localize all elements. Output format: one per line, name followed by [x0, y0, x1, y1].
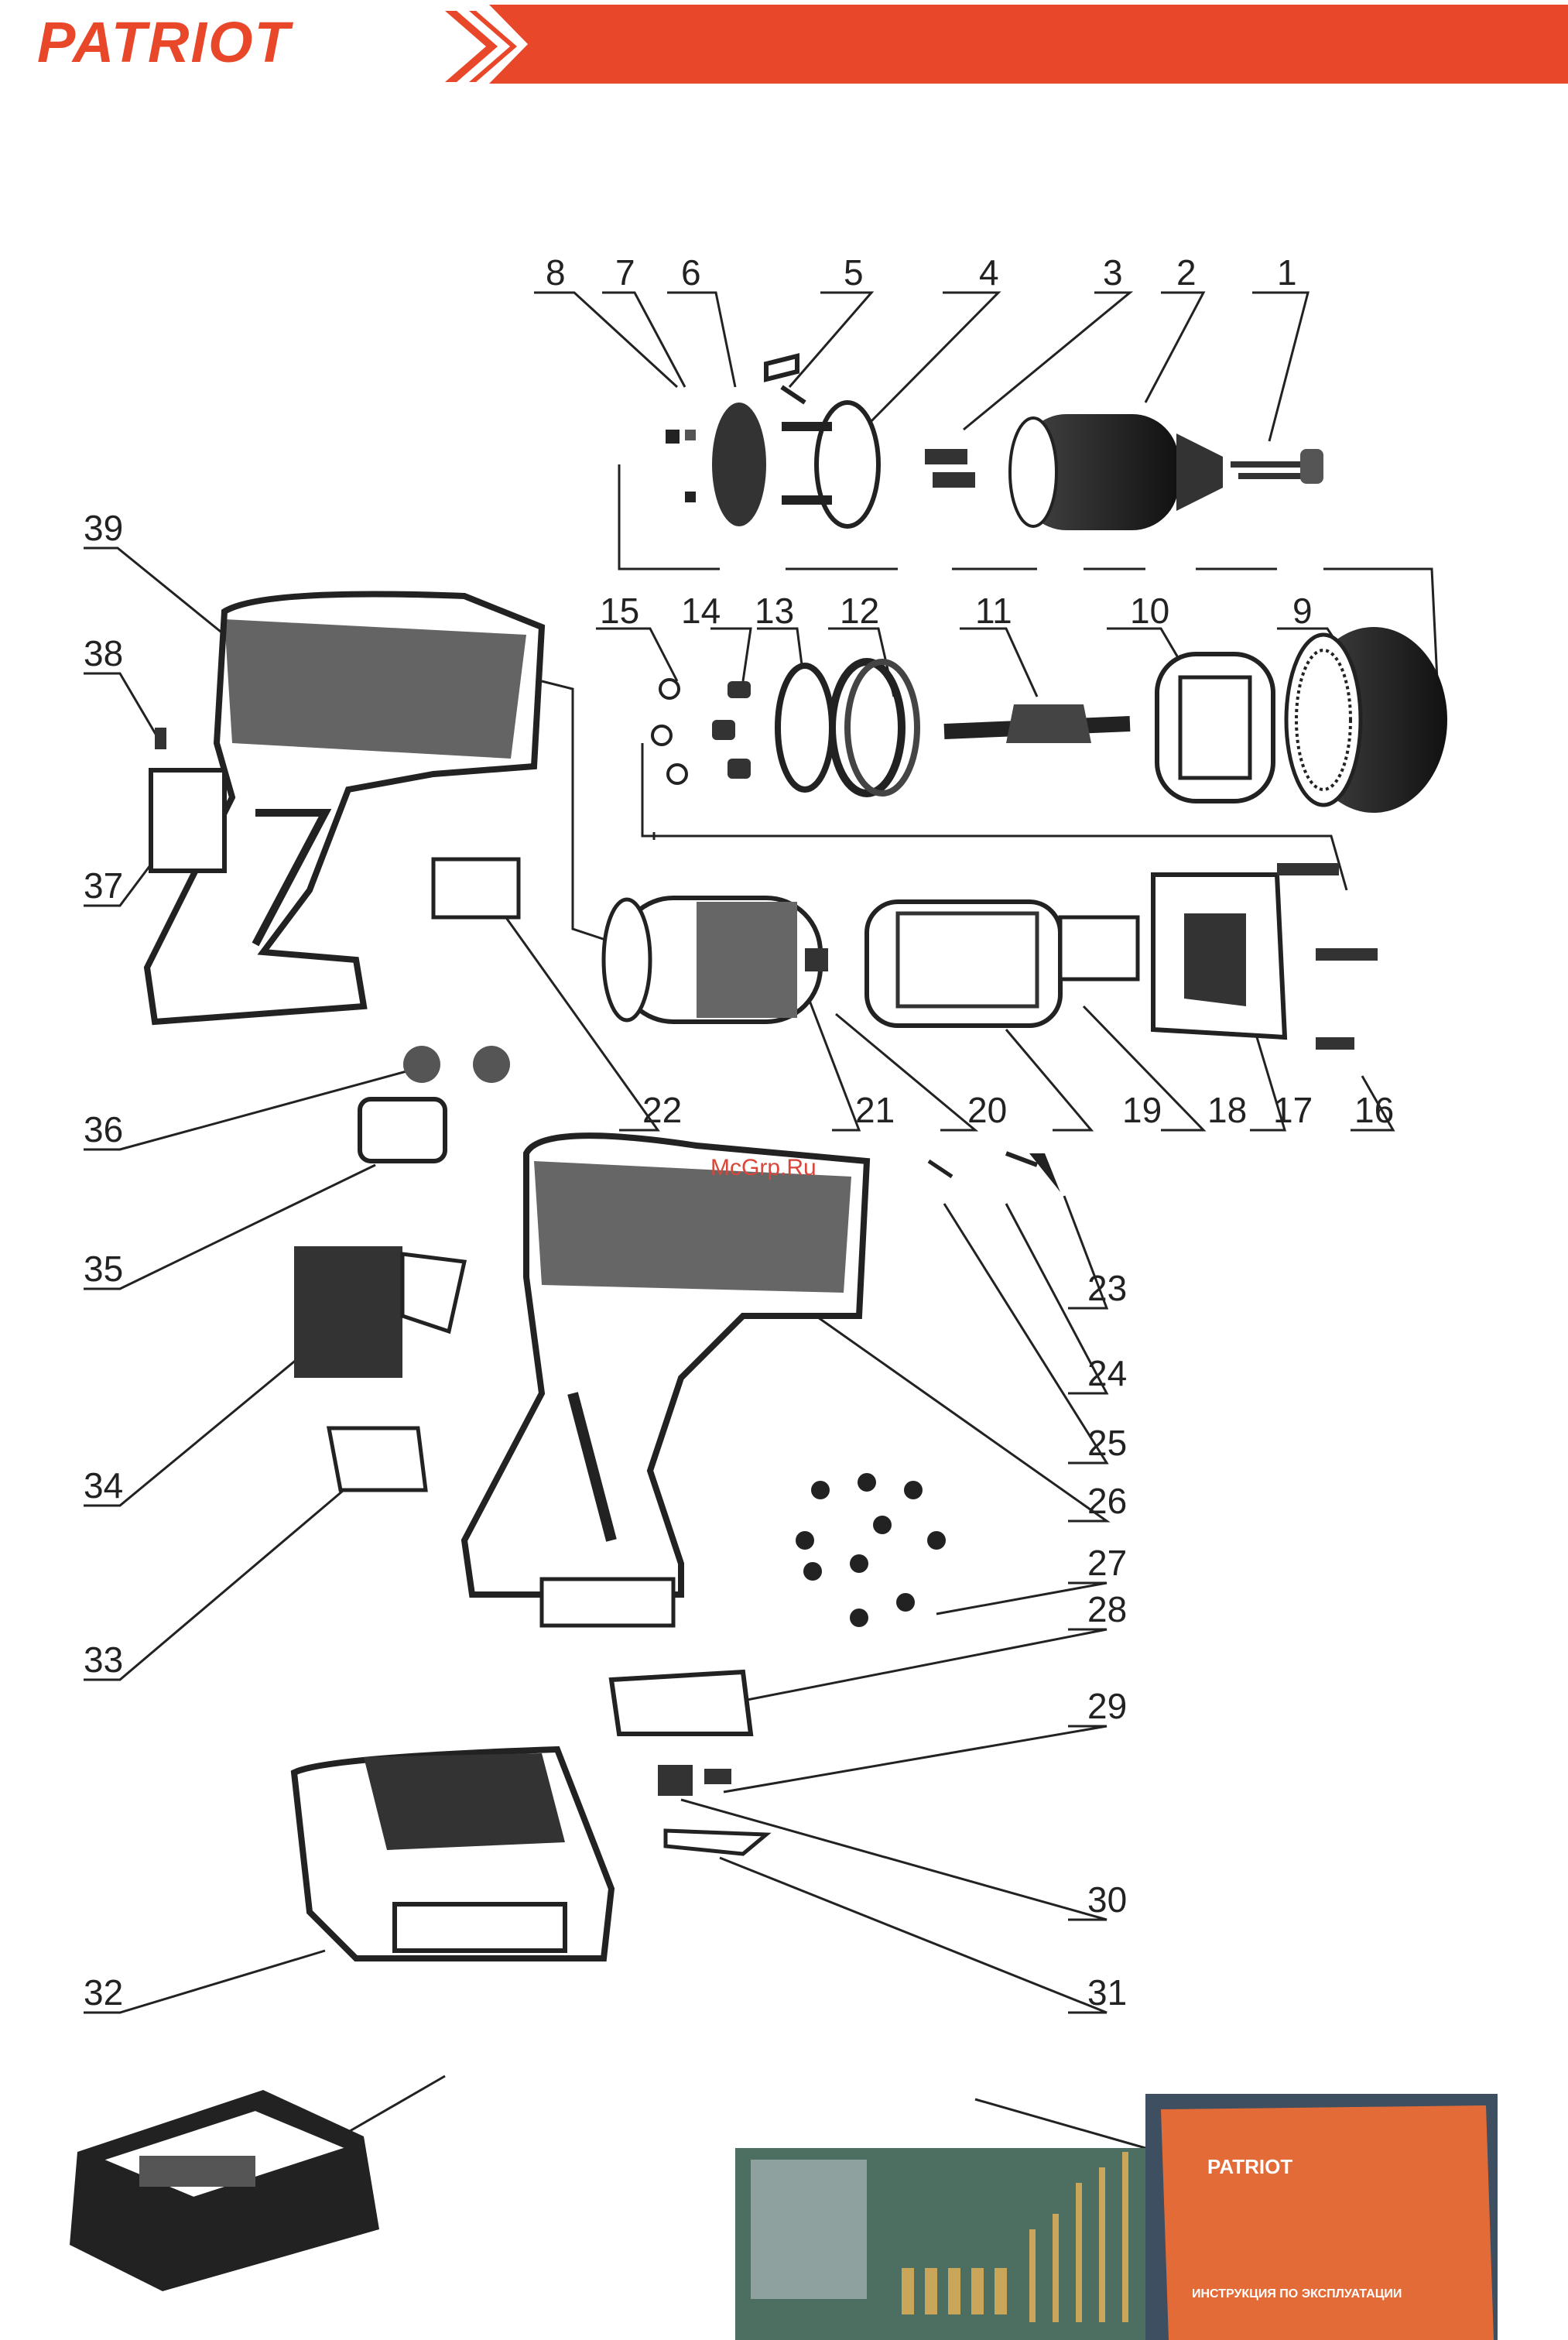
- callout-4: 4: [979, 252, 999, 293]
- callout-6: 6: [681, 252, 701, 293]
- callout-9: 9: [1292, 591, 1313, 631]
- callout-34: 34: [84, 1465, 123, 1506]
- callout-5: 5: [844, 252, 864, 293]
- callout-12: 12: [840, 591, 879, 631]
- callout-25: 25: [1087, 1423, 1127, 1463]
- callout-2: 2: [1176, 252, 1197, 293]
- callout-22: 22: [642, 1090, 682, 1130]
- callout-20: 20: [967, 1090, 1007, 1130]
- callout-37: 37: [84, 865, 123, 906]
- housing-right-half: [464, 1136, 1060, 1626]
- screws: [796, 1473, 946, 1627]
- callout-33: 33: [84, 1639, 123, 1680]
- callout-19: 19: [1122, 1090, 1162, 1130]
- chuck-assembly: [666, 356, 1323, 530]
- callout-7: 7: [615, 252, 635, 293]
- clutch-assembly: [652, 627, 1447, 813]
- motor-gearbox: [433, 859, 1378, 1050]
- callout-10: 10: [1130, 591, 1169, 631]
- callout-21: 21: [855, 1090, 895, 1130]
- callout-8: 8: [546, 252, 566, 293]
- callout-14: 14: [681, 591, 721, 631]
- callout-11: 11: [975, 591, 1012, 631]
- callout-31: 31: [1087, 1972, 1127, 2013]
- callout-28: 28: [1087, 1589, 1127, 1629]
- callout-30: 30: [1087, 1879, 1127, 1920]
- watermark: McGrp.Ru: [710, 1155, 817, 1181]
- booklet-title: ИНСТРУКЦИЯ ПО ЭКСПЛУАТАЦИИ: [1192, 2287, 1402, 2301]
- callout-24: 24: [1087, 1353, 1127, 1393]
- accessories-photo: PATRIOT ИНСТРУКЦИЯ ПО ЭКСПЛУАТАЦИИ: [735, 2094, 1498, 2340]
- callout-17: 17: [1273, 1090, 1313, 1130]
- switch-parts: [294, 1046, 510, 1490]
- callout-26: 26: [1087, 1481, 1127, 1521]
- booklet-brand: PATRIOT: [1207, 2155, 1292, 2178]
- callout-36: 36: [84, 1109, 123, 1149]
- battery-pack: [294, 1749, 611, 1958]
- callout-23: 23: [1087, 1268, 1127, 1308]
- callout-39: 39: [84, 508, 123, 548]
- callout-27: 27: [1087, 1543, 1127, 1583]
- callout-38: 38: [84, 633, 123, 673]
- housing-left-half: [147, 594, 542, 1023]
- callout-32: 32: [84, 1972, 123, 2013]
- callout-29: 29: [1087, 1686, 1127, 1726]
- callout-13: 13: [755, 591, 794, 631]
- charger: [70, 2090, 379, 2291]
- belt-clip-parts: [611, 1672, 766, 1854]
- callout-16: 16: [1354, 1090, 1394, 1130]
- callout-1: 1: [1277, 252, 1297, 293]
- callout-35: 35: [84, 1249, 123, 1289]
- callout-15: 15: [600, 591, 639, 631]
- callout-18: 18: [1207, 1090, 1247, 1130]
- callout-3: 3: [1103, 252, 1123, 293]
